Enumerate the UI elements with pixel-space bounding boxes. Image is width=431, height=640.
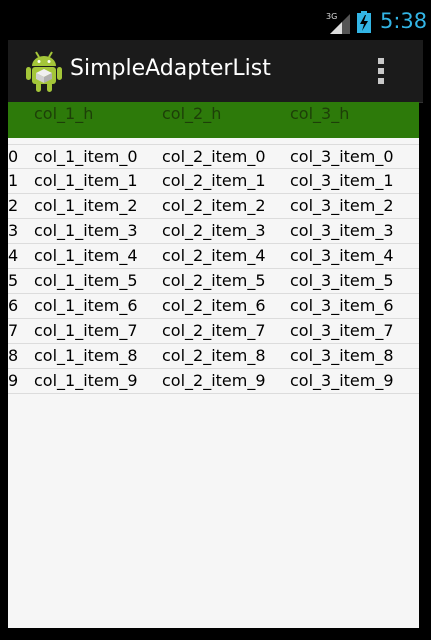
list-item[interactable]: 3 col_1_item_3 col_2_item_3 col_3_item_3 [8, 219, 419, 244]
row-col-3: col_3_item_5 [290, 271, 394, 290]
table-header: col_1_h col_2_h col_3_h [8, 102, 419, 138]
list-item[interactable]: 7 col_1_item_7 col_2_item_7 col_3_item_7 [8, 319, 419, 344]
row-col-2: col_2_item_7 [162, 321, 266, 340]
signal-3g-icon: 3G [326, 12, 350, 34]
row-col-2: col_2_item_1 [162, 171, 266, 190]
row-index: 3 [8, 221, 19, 240]
row-col-3: col_3_item_8 [290, 346, 394, 365]
row-index: 9 [8, 371, 19, 390]
row-col-1: col_1_item_9 [34, 371, 138, 390]
list-item[interactable]: 4 col_1_item_4 col_2_item_4 col_3_item_4 [8, 244, 419, 269]
row-col-1: col_1_item_5 [34, 271, 138, 290]
row-col-1: col_1_item_4 [34, 246, 138, 265]
row-col-3: col_3_item_9 [290, 371, 394, 390]
row-col-2: col_2_item_0 [162, 147, 266, 166]
row-col-3: col_3_item_2 [290, 196, 394, 215]
row-col-3: col_3_item_3 [290, 221, 394, 240]
header-col-1: col_1_h [34, 104, 94, 123]
row-index: 0 [8, 147, 19, 166]
row-col-1: col_1_item_7 [34, 321, 138, 340]
app-title: SimpleAdapterList [70, 56, 271, 81]
list-item[interactable]: 5 col_1_item_5 col_2_item_5 col_3_item_5 [8, 269, 419, 294]
list-item[interactable]: 9 col_1_item_9 col_2_item_9 col_3_item_9 [8, 369, 419, 394]
row-col-2: col_2_item_2 [162, 196, 266, 215]
row-col-3: col_3_item_1 [290, 171, 394, 190]
row-col-3: col_3_item_6 [290, 296, 394, 315]
row-col-3: col_3_item_7 [290, 321, 394, 340]
status-bar: 3G 5:38 [8, 0, 427, 40]
overflow-dot [378, 58, 384, 64]
row-col-2: col_2_item_9 [162, 371, 266, 390]
row-index: 2 [8, 196, 19, 215]
row-col-1: col_1_item_8 [34, 346, 138, 365]
overflow-menu-icon[interactable] [368, 50, 394, 92]
row-col-3: col_3_item_0 [290, 147, 394, 166]
list-item[interactable]: 8 col_1_item_8 col_2_item_8 col_3_item_8 [8, 344, 419, 369]
header-col-2: col_2_h [162, 104, 222, 123]
row-col-2: col_2_item_5 [162, 271, 266, 290]
overflow-dot [378, 78, 384, 84]
list-item[interactable]: 1 col_1_item_1 col_2_item_1 col_3_item_1 [8, 169, 419, 194]
item-list[interactable]: 0 col_1_item_0 col_2_item_0 col_3_item_0… [8, 144, 419, 394]
list-content: col_1_h col_2_h col_3_h 0 col_1_item_0 c… [8, 102, 419, 628]
row-col-2: col_2_item_4 [162, 246, 266, 265]
row-index: 5 [8, 271, 19, 290]
row-index: 7 [8, 321, 19, 340]
android-icon[interactable] [24, 49, 64, 93]
row-index: 4 [8, 246, 19, 265]
action-bar: SimpleAdapterList [8, 40, 423, 103]
row-col-2: col_2_item_8 [162, 346, 266, 365]
row-index: 6 [8, 296, 19, 315]
bottom-frame [8, 628, 423, 640]
list-item[interactable]: 2 col_1_item_2 col_2_item_2 col_3_item_2 [8, 194, 419, 219]
row-col-1: col_1_item_6 [34, 296, 138, 315]
row-col-1: col_1_item_3 [34, 221, 138, 240]
row-col-2: col_2_item_6 [162, 296, 266, 315]
row-index: 1 [8, 171, 19, 190]
status-clock: 5:38 [380, 9, 428, 33]
row-index: 8 [8, 346, 19, 365]
overflow-dot [378, 68, 384, 74]
row-col-1: col_1_item_0 [34, 147, 138, 166]
row-col-2: col_2_item_3 [162, 221, 266, 240]
row-col-1: col_1_item_1 [34, 171, 138, 190]
header-col-3: col_3_h [290, 104, 350, 123]
battery-charging-icon [357, 11, 371, 33]
row-col-3: col_3_item_4 [290, 246, 394, 265]
list-item[interactable]: 0 col_1_item_0 col_2_item_0 col_3_item_0 [8, 144, 419, 169]
row-col-1: col_1_item_2 [34, 196, 138, 215]
list-item[interactable]: 6 col_1_item_6 col_2_item_6 col_3_item_6 [8, 294, 419, 319]
network-type-label: 3G [326, 12, 337, 21]
